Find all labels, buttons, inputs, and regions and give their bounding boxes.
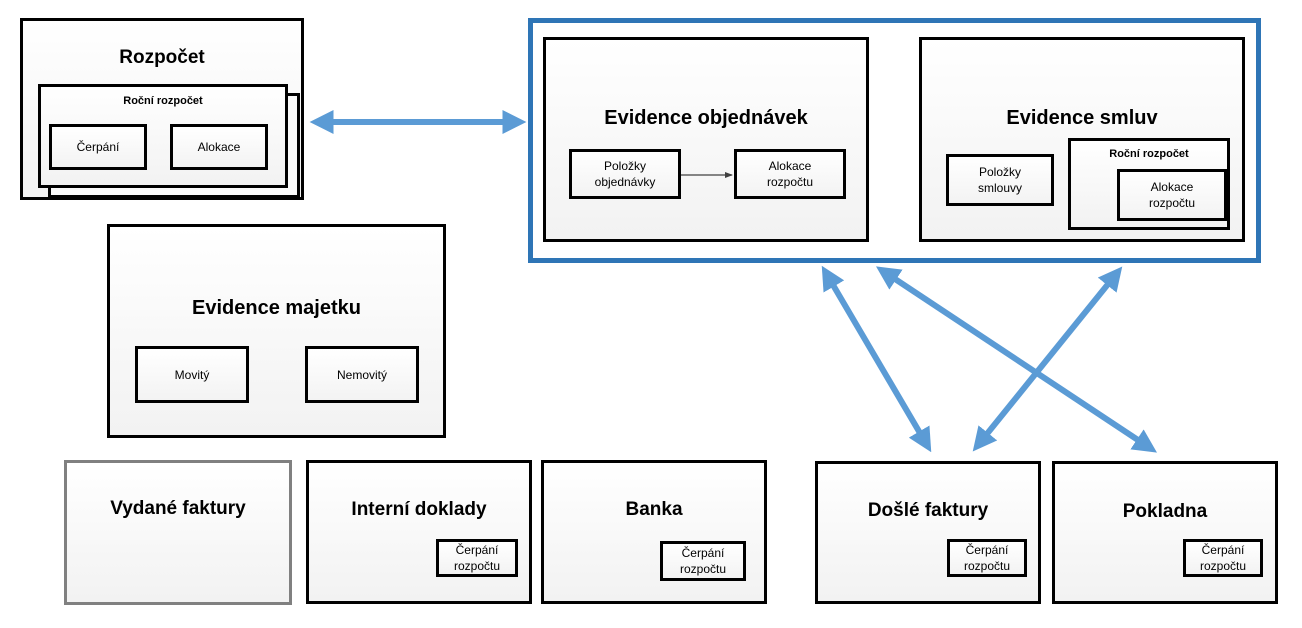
banka-box: Banka: [541, 460, 767, 604]
evidence-majetku-box: Evidence majetku: [107, 224, 446, 438]
vydane-faktury-box: Vydané faktury: [64, 460, 292, 605]
interni-doklady-box: Interní doklady: [306, 460, 532, 604]
polozky-smlouvy: Položky smlouvy: [946, 154, 1054, 206]
banka-title: Banka: [625, 499, 683, 520]
smluv-rocni-rozpocet-label: Roční rozpočet: [1109, 148, 1189, 160]
arrow-smluv-dosle: [972, 266, 1123, 452]
evidence-objednavek-title: Evidence objednávek: [604, 107, 808, 129]
arrow-objednavky-dosle: [821, 265, 932, 453]
arrow-objednavky-pokladna: [875, 266, 1158, 453]
evidence-smluv-title: Evidence smluv: [1006, 107, 1158, 129]
pokladna-title: Pokladna: [1122, 501, 1208, 522]
rozpocet-alokace: Alokace: [170, 124, 268, 170]
dosle-faktury-title: Došlé faktury: [867, 500, 989, 521]
majetek-nemovity: Nemovitý: [305, 346, 419, 403]
pokladna-box: Pokladna: [1052, 461, 1278, 604]
dosle-faktury-box: Došlé faktury: [815, 461, 1041, 604]
rocni-rozpocet-label: Roční rozpočet: [123, 95, 203, 107]
evidence-objednavek-box: Evidence objednávek: [543, 37, 869, 242]
banka-cerpani: Čerpání rozpočtu: [660, 541, 746, 581]
dosle-faktury-cerpani: Čerpání rozpočtu: [947, 539, 1027, 577]
vydane-faktury-title: Vydané faktury: [110, 498, 246, 519]
polozky-objednavky: Položky objednávky: [569, 149, 681, 199]
smluv-alokace-rozpoctu: Alokace rozpočtu: [1117, 169, 1227, 221]
evidence-group-frame: [528, 18, 1261, 263]
evidence-majetku-title: Evidence majetku: [192, 297, 361, 319]
pokladna-cerpani: Čerpání rozpočtu: [1183, 539, 1263, 577]
rozpocet-title: Rozpočet: [119, 47, 205, 68]
interni-doklady-cerpani: Čerpání rozpočtu: [436, 539, 518, 577]
interni-doklady-title: Interní doklady: [351, 499, 487, 520]
majetek-movity: Movitý: [135, 346, 249, 403]
rozpocet-cerpani: Čerpání: [49, 124, 147, 170]
alokace-rozpoctu-objednavky: Alokace rozpočtu: [734, 149, 846, 199]
